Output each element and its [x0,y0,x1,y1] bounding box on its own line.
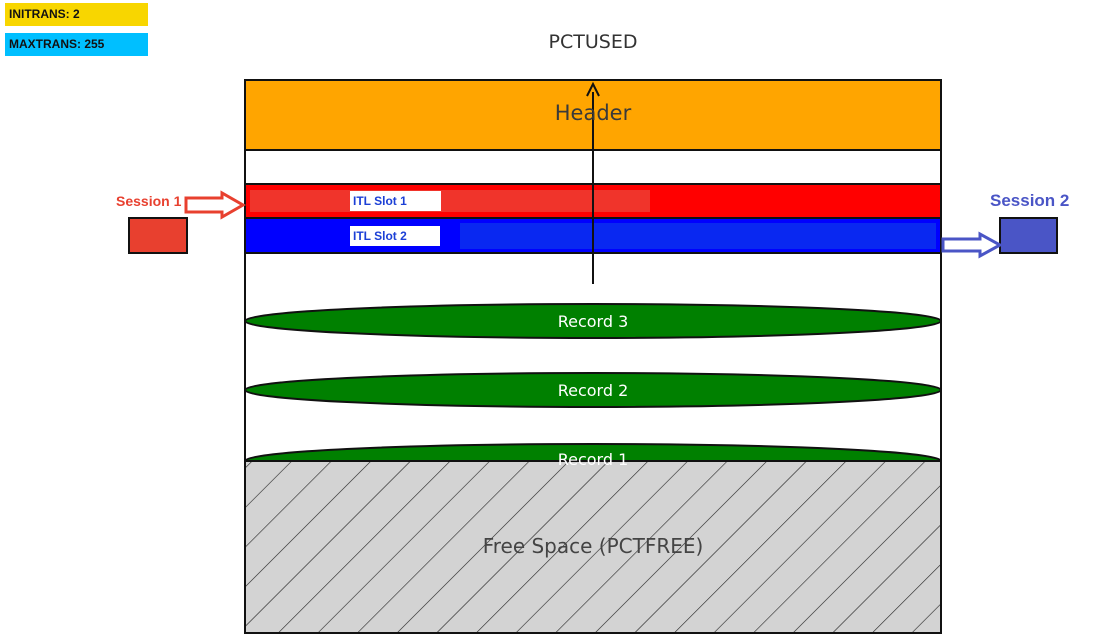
itl-slot-2-label: ITL Slot 2 [350,226,440,246]
itl-slot-1-label: ITL Slot 1 [350,191,441,211]
record-2-label: Record 2 [557,381,629,400]
session1-box [128,217,188,254]
itl-slot-1-smudge [250,190,650,212]
free-space-label: Free Space (PCTFREE) [482,534,704,558]
record-3-label: Record 3 [557,312,629,331]
pctused-label: PCTUSED [548,31,638,53]
record-3-shape [244,303,942,339]
maxtrans-badge: MAXTRANS: 255 [5,33,148,56]
header-label: Header [554,101,632,125]
session1-arrow [184,190,247,220]
session2-label: Session 2 [990,191,1070,210]
initrans-badge: INITRANS: 2 [5,3,148,26]
free-space-region [244,460,942,634]
session1-label: Session 1 [116,193,182,209]
record-2-shape [244,372,942,408]
record-1-label: Record 1 [557,450,629,469]
itl-slot-2-smudge [460,223,936,249]
record-1-shape [243,443,943,462]
session2-arrow [941,231,1004,259]
pctused-arrowhead [586,81,600,97]
session2-box [999,217,1058,254]
